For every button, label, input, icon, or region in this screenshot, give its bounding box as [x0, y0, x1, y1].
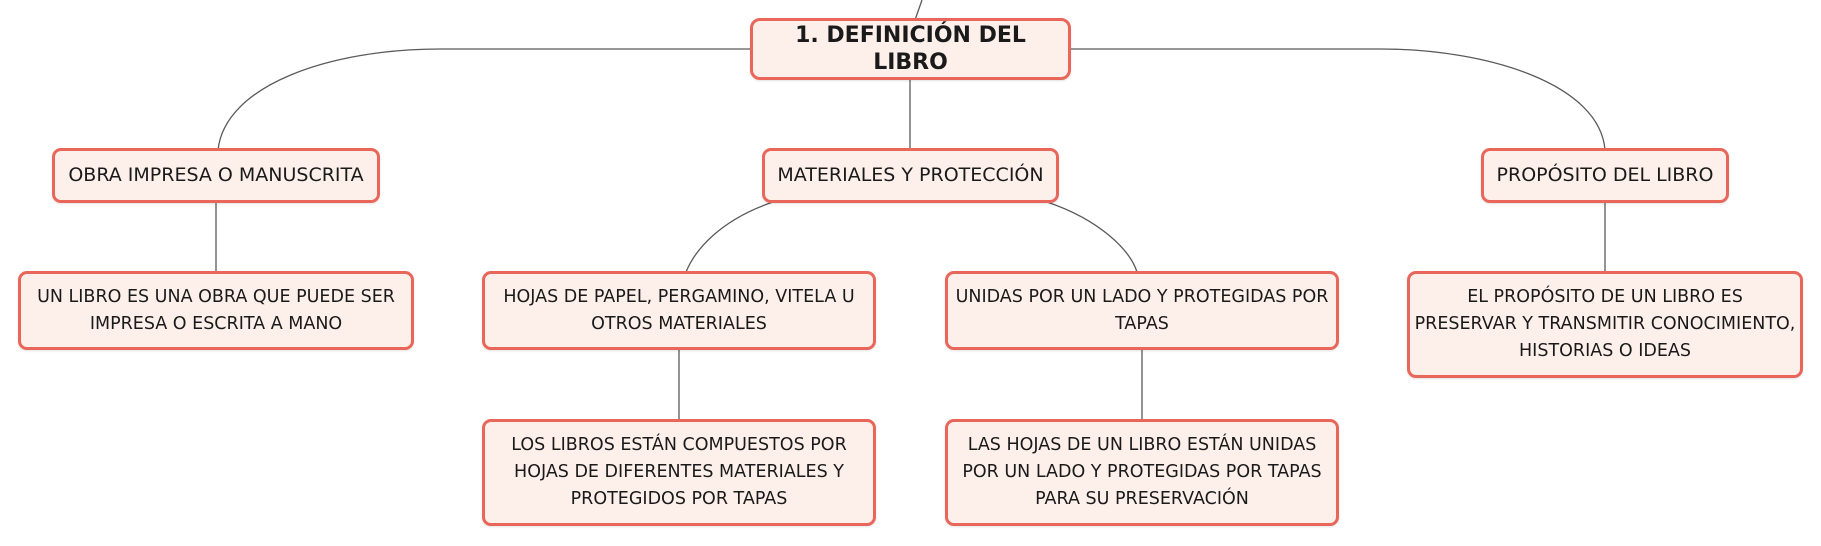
topic-proposito[interactable]: PROPÓSITO DEL LIBRO [1481, 148, 1729, 203]
subtopic-hojas-materiales-label: HOJAS DE PAPEL, PERGAMINO, VITELA U OTRO… [503, 286, 855, 334]
subtopic-hojas-materiales[interactable]: HOJAS DE PAPEL, PERGAMINO, VITELA U OTRO… [482, 271, 876, 350]
connector-from-parent [914, 0, 923, 21]
connector-root-to-obra [217, 48, 755, 151]
topic-materiales[interactable]: MATERIALES Y PROTECCIÓN [762, 148, 1059, 203]
topic-proposito-label: PROPÓSITO DEL LIBRO [1496, 164, 1714, 186]
topic-obra-impresa-label: OBRA IMPRESA O MANUSCRITA [68, 164, 364, 186]
root-topic[interactable]: 1. DEFINICIÓN DEL LIBRO [750, 18, 1071, 80]
connector-materiales-to-unidas [1046, 201, 1138, 273]
subtopic-proposito-detail-label: EL PROPÓSITO DE UN LIBRO ES PRESERVAR Y … [1414, 287, 1796, 361]
subtopic-hojas-detail-label: LOS LIBROS ESTÁN COMPUESTOS POR HOJAS DE… [511, 435, 847, 509]
subtopic-hojas-detail[interactable]: LOS LIBROS ESTÁN COMPUESTOS POR HOJAS DE… [482, 419, 876, 526]
subtopic-unidas-detail-label: LAS HOJAS DE UN LIBRO ESTÁN UNIDAS POR U… [962, 435, 1322, 509]
connector-root-to-proposito [1070, 48, 1606, 151]
subtopic-unidas-detail[interactable]: LAS HOJAS DE UN LIBRO ESTÁN UNIDAS POR U… [945, 419, 1339, 526]
subtopic-unidas-tapas[interactable]: UNIDAS POR UN LADO Y PROTEGIDAS POR TAPA… [945, 271, 1339, 350]
topic-obra-impresa[interactable]: OBRA IMPRESA O MANUSCRITA [52, 148, 380, 203]
subtopic-obra-detail[interactable]: UN LIBRO ES UNA OBRA QUE PUEDE SER IMPRE… [18, 271, 414, 350]
subtopic-unidas-tapas-label: UNIDAS POR UN LADO Y PROTEGIDAS POR TAPA… [955, 286, 1329, 334]
connector-materiales-to-hojas [685, 201, 774, 273]
topic-materiales-label: MATERIALES Y PROTECCIÓN [777, 164, 1044, 186]
subtopic-proposito-detail[interactable]: EL PROPÓSITO DE UN LIBRO ES PRESERVAR Y … [1407, 271, 1803, 378]
root-topic-label: 1. DEFINICIÓN DEL LIBRO [795, 23, 1026, 75]
subtopic-obra-detail-label: UN LIBRO ES UNA OBRA QUE PUEDE SER IMPRE… [37, 286, 395, 334]
